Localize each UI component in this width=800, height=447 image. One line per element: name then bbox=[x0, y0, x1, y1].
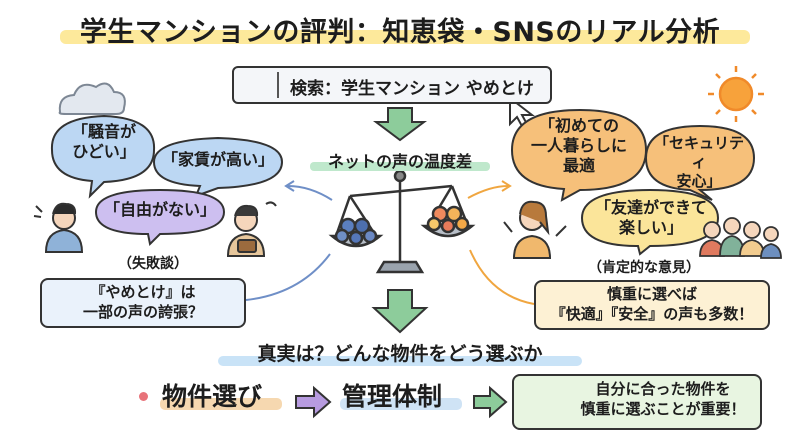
arrow-step-1 bbox=[295, 385, 332, 419]
bubble-friends bbox=[580, 188, 720, 256]
negative-bubble-rent: 「家賃が高い」 bbox=[161, 150, 274, 169]
positive-bubble-security: 「セキュリティ 安心」 bbox=[653, 134, 744, 190]
down-arrow-top bbox=[373, 107, 427, 142]
bubble-freedom bbox=[94, 188, 226, 247]
arrow-to-negative bbox=[287, 185, 333, 201]
step-management-system: 管理体制 bbox=[342, 382, 443, 411]
bubble-noise bbox=[50, 114, 156, 199]
arrow-step-2 bbox=[473, 385, 508, 419]
page-title: 学生マンションの評判：知恵袋・SNSのリアル分析 bbox=[79, 17, 721, 48]
bubble-rent bbox=[152, 136, 284, 198]
friends-group-icon bbox=[699, 217, 782, 259]
worried-student-icon bbox=[226, 201, 277, 257]
down-arrow-middle bbox=[371, 289, 429, 334]
step2-highlight bbox=[340, 398, 462, 410]
center-label-highlight bbox=[310, 162, 490, 171]
link-right-note bbox=[469, 249, 535, 305]
conclusion-box bbox=[512, 374, 762, 430]
search-divider bbox=[277, 72, 279, 98]
stressed-student-icon bbox=[33, 202, 84, 253]
arrow-to-positive bbox=[467, 185, 509, 199]
title-highlight bbox=[60, 30, 750, 44]
failure-stories-label: （失敗談） bbox=[118, 256, 188, 272]
happy-student-icon bbox=[503, 200, 567, 259]
positive-bubble-first-living: 「初めての 一人暮らしに 最適 bbox=[530, 116, 627, 175]
balance-scale-icon bbox=[328, 169, 476, 274]
conclusion-text: 自分に合った物件を 慎重に選ぶことが重要！ bbox=[580, 380, 746, 418]
question-highlight bbox=[218, 356, 582, 366]
negative-note-box bbox=[40, 278, 246, 328]
positive-opinions-label: （肯定的な意見） bbox=[588, 260, 700, 276]
negative-bubble-freedom: 「自由がない」 bbox=[103, 200, 216, 219]
search-query[interactable]: 検索：学生マンション やめとけ bbox=[290, 79, 534, 99]
question-heading: 真実は？どんな物件をどう選ぶか bbox=[257, 343, 543, 365]
negative-bubble-noise: 「騒音が ひどい」 bbox=[71, 122, 136, 161]
positive-note-text: 慎重に選べば 『快適』『安全』の声も多数！ bbox=[550, 285, 754, 323]
positive-bubble-friends: 「友達ができて 楽しい」 bbox=[594, 198, 707, 237]
bullet-dot bbox=[139, 392, 148, 401]
temperature-gap-label: ネットの声の温度差 bbox=[327, 152, 472, 171]
link-left-note bbox=[245, 253, 331, 301]
sun-icon bbox=[708, 66, 764, 122]
search-bar[interactable] bbox=[232, 66, 552, 104]
bubble-security bbox=[644, 124, 756, 201]
step1-highlight bbox=[160, 398, 282, 410]
positive-note-box bbox=[534, 280, 770, 330]
negative-note-text: 『やめとけ』は 一部の声の誇張？ bbox=[82, 283, 203, 321]
step-property-selection: 物件選び bbox=[162, 382, 263, 411]
cloud-icon bbox=[58, 82, 126, 115]
